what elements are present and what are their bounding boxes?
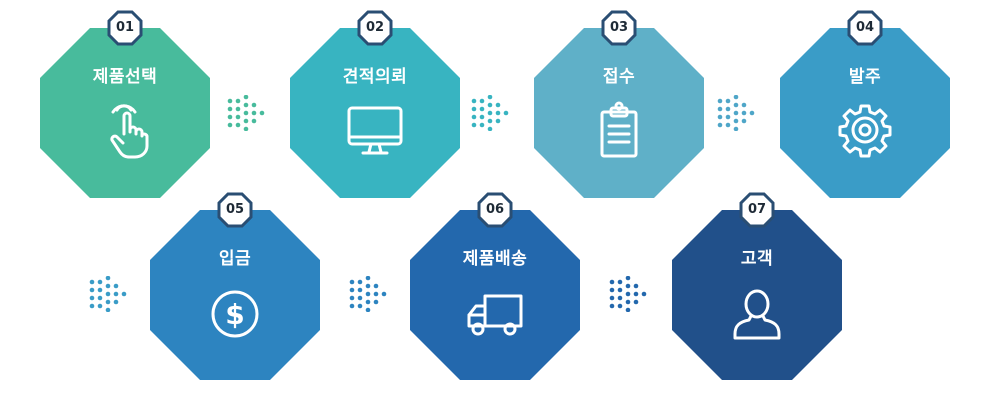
step-label: 접수 [602, 67, 636, 87]
step-label: 견적의뢰 [342, 67, 408, 87]
user-icon [733, 289, 781, 340]
step-number-badge: 02 [357, 10, 393, 46]
arrow-dots-6 [609, 276, 647, 312]
step-07-customer: 07 고객 [672, 192, 842, 380]
step-number-badge: 05 [217, 192, 253, 228]
step-02-quote-request: 02 견적의뢰 [290, 10, 460, 198]
arrow-dots-2 [471, 95, 509, 131]
step-number-badge: 03 [601, 10, 637, 46]
step-06-delivery: 06 제품배송 [410, 192, 580, 380]
truck-icon [467, 294, 523, 336]
step-label: 제품배송 [462, 249, 528, 269]
arrow-dots-5 [349, 276, 387, 312]
step-number-badge: 04 [847, 10, 883, 46]
monitor-icon [347, 106, 403, 155]
step-label: 제품선택 [92, 67, 158, 87]
arrow-dots-1 [227, 95, 265, 131]
hand-pointer-icon [110, 104, 149, 159]
arrow-dots-4 [89, 276, 127, 312]
dollar-coin-icon: $ [211, 290, 259, 338]
step-03-receipt: 03 접수 [534, 10, 704, 198]
svg-text:$: $ [225, 298, 244, 331]
step-label: 발주 [848, 67, 882, 87]
gear-icon [838, 104, 892, 158]
step-label: 고객 [740, 249, 774, 269]
arrow-dots-3 [717, 95, 755, 131]
step-label: 입금 [218, 249, 252, 269]
step-number-badge: 07 [739, 192, 775, 228]
step-number-badge: 01 [107, 10, 143, 46]
step-number-badge: 06 [477, 192, 513, 228]
step-04-order: 04 발주 [780, 10, 950, 198]
step-05-payment: 05 입금 $ [150, 192, 320, 380]
step-01-product-selection: 01 제품선택 [40, 10, 210, 198]
clipboard-icon [600, 101, 638, 158]
